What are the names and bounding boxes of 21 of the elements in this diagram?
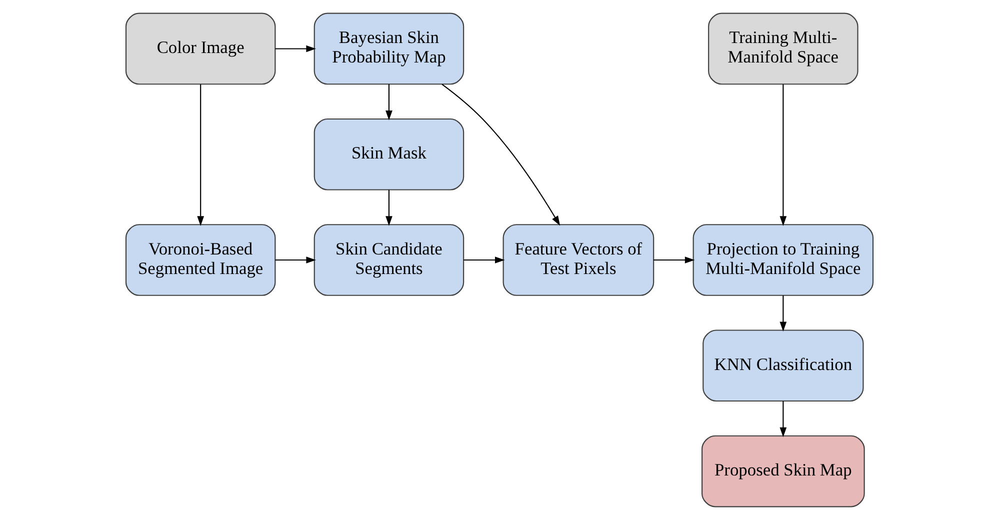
arrow (464, 256, 505, 263)
node-box: Voronoi-Based Segmented Image (125, 224, 276, 296)
node-box: Bayesian Skin Probability Map (314, 12, 464, 84)
node-box: Skin Candidate Segments (314, 224, 464, 296)
arrow (654, 256, 695, 263)
node-box: Skin Mask (314, 118, 464, 190)
arrow (442, 83, 560, 226)
arrow (780, 400, 787, 437)
node-box: Feature Vectors of Test Pixels (502, 224, 654, 296)
node-box: Training Multi-Manifold Space (708, 12, 858, 84)
arrow (275, 256, 316, 263)
arrow (780, 295, 787, 332)
arrow (275, 44, 316, 52)
node-box: Color Image (125, 12, 276, 84)
arrow (197, 84, 204, 226)
node-box: KNN Classification (702, 329, 864, 402)
arrow (386, 189, 392, 226)
node-box: Proposed Skin Map (702, 434, 865, 507)
arrow (780, 84, 787, 226)
arrow (386, 84, 392, 120)
node-box: Projection to Training Multi-Manifold Space (692, 224, 874, 296)
